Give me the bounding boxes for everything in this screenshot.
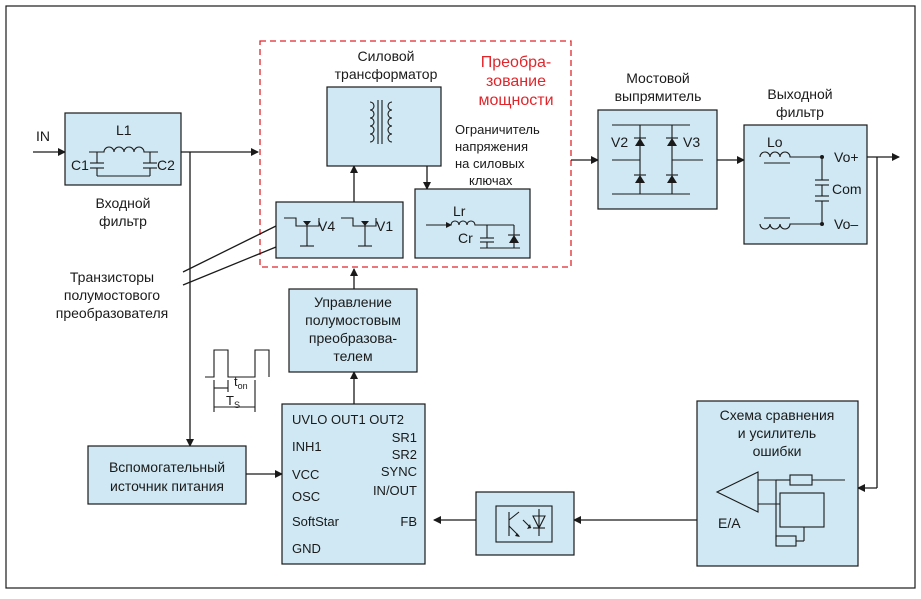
aux-supply-label-1: Вспомогательный bbox=[109, 459, 225, 475]
error-amp-label-3: ошибки bbox=[753, 443, 802, 459]
ic-pin-gnd: GND bbox=[292, 541, 321, 556]
v3-label: V3 bbox=[683, 134, 700, 150]
input-filter-title-1: Входной bbox=[95, 195, 150, 211]
ton-label: ton bbox=[234, 374, 248, 391]
ic-pins-top: UVLO OUT1 OUT2 bbox=[292, 412, 404, 427]
c1-label: C1 bbox=[71, 157, 89, 173]
clamp-label-3: на силовых bbox=[455, 156, 525, 171]
control-label-2: полумостовым bbox=[305, 312, 401, 328]
bridge-title-1: Мостовой bbox=[626, 70, 690, 86]
control-label-4: телем bbox=[333, 348, 372, 364]
ic-pin-inout: IN/OUT bbox=[373, 483, 417, 498]
ic-pin-sr2: SR2 bbox=[392, 447, 417, 462]
ic-pin-softstart: SoftStar bbox=[292, 514, 340, 529]
ic-pin-osc: OSC bbox=[292, 489, 320, 504]
ic-pin-inh1: INH1 bbox=[292, 439, 322, 454]
lo-label: Lo bbox=[767, 134, 783, 150]
power-transformer-title-2: трансформатор bbox=[335, 66, 438, 82]
power-transformer-block bbox=[326, 86, 442, 167]
halfbridge-control-block bbox=[288, 288, 418, 373]
transistors-label-3: преобразователя bbox=[56, 305, 169, 321]
transistors-block bbox=[275, 201, 404, 259]
power-transformer-title-1: Силовой bbox=[358, 48, 415, 64]
error-amplifier-block bbox=[696, 400, 859, 567]
v1-label: V1 bbox=[376, 218, 393, 234]
ic-pin-sync: SYNC bbox=[381, 464, 417, 479]
ic-pin-fb: FB bbox=[400, 514, 417, 529]
control-label-1: Управление bbox=[314, 294, 392, 310]
output-filter-title-2: фильтр bbox=[776, 104, 824, 120]
c2-label: C2 bbox=[157, 157, 175, 173]
ea-label: E/A bbox=[718, 515, 741, 531]
error-amp-label-2: и усилитель bbox=[738, 425, 816, 441]
optocoupler-block bbox=[475, 491, 575, 556]
power-conversion-region bbox=[259, 40, 572, 268]
in-label: IN bbox=[36, 128, 50, 144]
clamp-label-1: Ограничитель bbox=[455, 122, 540, 137]
output-filter-block bbox=[743, 124, 868, 245]
input-filter-title-2: фильтр bbox=[99, 213, 147, 229]
ts-label: TS bbox=[226, 393, 240, 410]
aux-supply-label-2: источник питания bbox=[110, 478, 224, 494]
outer-frame bbox=[5, 5, 916, 589]
bridge-title-2: выпрямитель bbox=[615, 88, 702, 104]
input-filter-block bbox=[64, 112, 182, 186]
pulse-waveform bbox=[205, 349, 270, 412]
clamp-label-4: ключах bbox=[469, 173, 513, 188]
transistors-label-1: Транзисторы bbox=[70, 269, 154, 285]
bridge-rectifier-block bbox=[597, 109, 718, 210]
ic-pin-vcc: VCC bbox=[292, 467, 319, 482]
lr-label: Lr bbox=[453, 203, 466, 219]
aux-supply-block bbox=[87, 445, 247, 505]
l1-label: L1 bbox=[116, 122, 132, 138]
controller-ic-block bbox=[281, 403, 426, 565]
conversion-title-2: зование bbox=[486, 73, 546, 90]
ic-pin-sr1: SR1 bbox=[392, 430, 417, 445]
wires bbox=[33, 148, 900, 524]
clamp-block bbox=[414, 188, 531, 259]
cr-label: Cr bbox=[458, 230, 473, 246]
vo-plus-label: Vo+ bbox=[834, 149, 859, 165]
control-label-3: преобразова- bbox=[309, 330, 397, 346]
vo-minus-label: Vo– bbox=[834, 216, 858, 232]
output-filter-title-1: Выходной bbox=[767, 86, 832, 102]
transistors-label-2: полумостового bbox=[64, 287, 160, 303]
conversion-title-3: мощности bbox=[478, 92, 553, 109]
conversion-title-1: Преобра- bbox=[481, 54, 551, 71]
com-label: Com bbox=[832, 181, 862, 197]
v4-label: V4 bbox=[318, 218, 335, 234]
error-amp-label-1: Схема сравнения bbox=[720, 407, 835, 423]
clamp-label-2: напряжения bbox=[455, 139, 528, 154]
v2-label: V2 bbox=[611, 134, 628, 150]
